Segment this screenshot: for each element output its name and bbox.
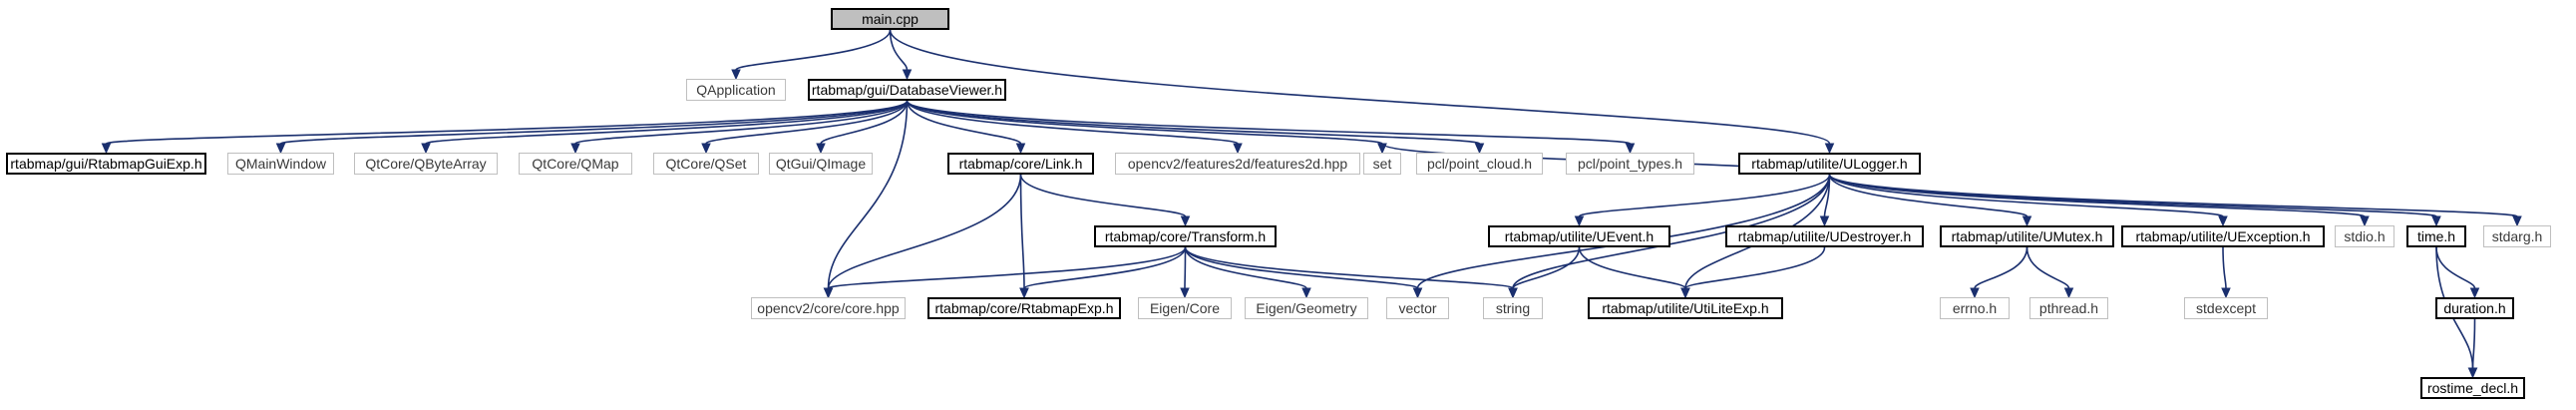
edge-uexception-to-stdexcept bbox=[2221, 246, 2231, 299]
node-qset: QtCore/QSet bbox=[653, 153, 759, 175]
node-qmap: QtCore/QMap bbox=[519, 153, 632, 175]
node-point-types-h: pcl/point_types.h bbox=[1566, 153, 1694, 175]
edge-transform-to-opencvcore bbox=[823, 246, 1187, 299]
node-qimage: QtGui/QImage bbox=[769, 153, 873, 175]
node-qmainwindow: QMainWindow bbox=[227, 153, 334, 175]
node-stdio-h: stdio.h bbox=[2335, 225, 2394, 247]
edge-databaseviewer-to-opencvcore bbox=[823, 100, 909, 299]
node-features2d-hpp: opencv2/features2d/features2d.hpp bbox=[1115, 153, 1360, 175]
edge-transform-to-rtabmapexp bbox=[1019, 246, 1187, 299]
edge-uevent-to-string bbox=[1508, 246, 1581, 299]
node-ulogger-h[interactable]: rtabmap/utilite/ULogger.h bbox=[1738, 153, 1921, 175]
node-umutex-h[interactable]: rtabmap/utilite/UMutex.h bbox=[1940, 225, 2114, 247]
node-vector: vector bbox=[1386, 297, 1449, 319]
edge-databaseviewer-to-qmainwindow bbox=[275, 100, 909, 155]
node-udestroyer-h[interactable]: rtabmap/utilite/UDestroyer.h bbox=[1725, 225, 1924, 247]
node-rostime-decl-h[interactable]: rostime_decl.h bbox=[2420, 377, 2525, 399]
edge-databaseviewer-to-qmap bbox=[570, 100, 909, 155]
node-errno-h: errno.h bbox=[1940, 297, 2010, 319]
edge-umutex-to-errno bbox=[1970, 246, 2028, 299]
node-rtabmap-exp-h[interactable]: rtabmap/core/RtabmapExp.h bbox=[927, 297, 1121, 319]
node-qbytearray: QtCore/QByteArray bbox=[354, 153, 498, 175]
node-rtabmap-gui-exp-h[interactable]: rtabmap/gui/RtabmapGuiExp.h bbox=[6, 153, 206, 175]
node-pthread-h: pthread.h bbox=[2029, 297, 2108, 319]
edge-main-to-ulogger bbox=[889, 29, 1835, 155]
edge-udestroyer-to-utiliteexp bbox=[1680, 246, 1826, 299]
node-transform-h[interactable]: rtabmap/core/Transform.h bbox=[1094, 225, 1277, 247]
edge-transform-to-eigengeometry bbox=[1184, 246, 1311, 299]
edge-link-to-rtabmapexp bbox=[1019, 174, 1029, 299]
node-point-cloud-h: pcl/point_cloud.h bbox=[1416, 153, 1543, 175]
node-link-h[interactable]: rtabmap/core/Link.h bbox=[947, 153, 1094, 175]
edge-duration-to-rostimedecl bbox=[2467, 318, 2478, 379]
edge-databaseviewer-to-qimage bbox=[816, 100, 909, 155]
edge-databaseviewer-to-features2d bbox=[906, 100, 1243, 155]
node-utilite-exp-h[interactable]: rtabmap/utilite/UtiLiteExp.h bbox=[1588, 297, 1783, 319]
edge-databaseviewer-to-qset bbox=[701, 100, 909, 155]
node-main-cpp[interactable]: main.cpp bbox=[831, 8, 949, 30]
edge-databaseviewer-to-pointtypes bbox=[906, 100, 1636, 155]
edge-ulogger-to-time bbox=[1828, 174, 2441, 227]
edge-link-to-opencvcore bbox=[823, 174, 1022, 299]
edge-main-to-databaseviewer bbox=[889, 29, 913, 81]
node-stdexcept: stdexcept bbox=[2184, 297, 2268, 319]
node-eigen-core: Eigen/Core bbox=[1138, 297, 1232, 319]
edge-time-to-duration bbox=[2435, 246, 2480, 299]
node-set: set bbox=[1363, 153, 1401, 175]
node-opencv-core-hpp: opencv2/core/core.hpp bbox=[751, 297, 906, 319]
node-duration-h[interactable]: duration.h bbox=[2435, 297, 2514, 319]
edge-ulogger-to-udestroyer bbox=[1819, 174, 1831, 227]
edge-umutex-to-pthread bbox=[2025, 246, 2074, 299]
node-qapplication: QApplication bbox=[686, 79, 786, 101]
edge-link-to-transform bbox=[1019, 174, 1191, 227]
edge-databaseviewer-to-rtabmapguiexp bbox=[101, 100, 909, 155]
edge-databaseviewer-to-qbytearray bbox=[421, 100, 909, 155]
edge-ulogger-to-uexception bbox=[1828, 174, 2228, 227]
edge-ulogger-to-stdarg bbox=[1828, 174, 2522, 227]
node-uexception-h[interactable]: rtabmap/utilite/UException.h bbox=[2121, 225, 2325, 247]
node-stdarg-h: stdarg.h bbox=[2483, 225, 2551, 247]
edge-uevent-to-utiliteexp bbox=[1578, 246, 1690, 299]
edge-transform-to-eigencore bbox=[1180, 246, 1190, 299]
edge-main-to-qapplication bbox=[731, 29, 892, 81]
node-uevent-h[interactable]: rtabmap/utilite/UEvent.h bbox=[1488, 225, 1670, 247]
edge-ulogger-to-umutex bbox=[1828, 174, 2032, 227]
node-time-h[interactable]: time.h bbox=[2406, 225, 2466, 247]
edge-ulogger-to-uevent bbox=[1574, 174, 1831, 227]
node-eigen-geometry: Eigen/Geometry bbox=[1245, 297, 1368, 319]
edge-databaseviewer-to-pointcloud bbox=[906, 100, 1485, 155]
node-string: string bbox=[1483, 297, 1543, 319]
node-database-viewer-h[interactable]: rtabmap/gui/DatabaseViewer.h bbox=[808, 79, 1006, 101]
edge-databaseviewer-to-link bbox=[906, 100, 1026, 155]
